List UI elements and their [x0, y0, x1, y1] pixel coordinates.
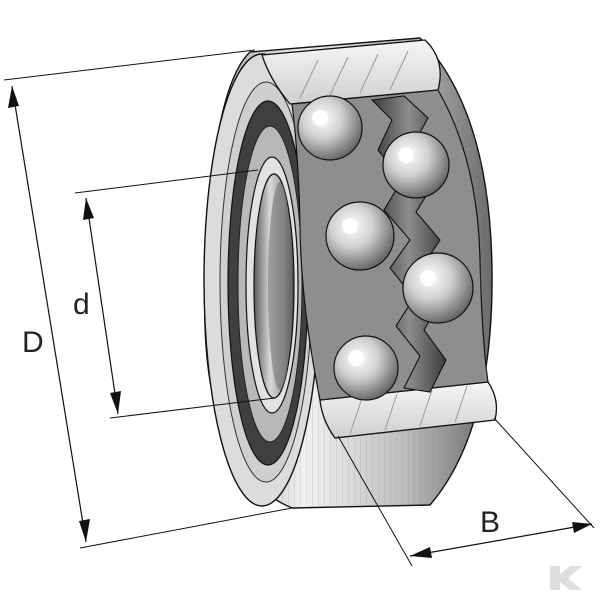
arrow-B-right [572, 522, 592, 533]
cut-hatch-bottom [349, 385, 468, 435]
extension-line-bore-bottom [109, 397, 276, 419]
arrow-D-top [8, 86, 19, 108]
arrow-B-left [410, 547, 432, 558]
ball-3 [325, 201, 395, 271]
bearing-illustration-icon [203, 37, 498, 509]
ball-5 [333, 335, 399, 401]
ball-1 [297, 95, 363, 161]
ball-highlights [312, 110, 436, 366]
label-bore-diameter: d [73, 288, 90, 321]
cut-hatch-top [299, 50, 409, 99]
ball-2 [382, 131, 450, 199]
extension-line-width-right [493, 417, 595, 529]
ball-set [297, 95, 474, 401]
arrow-D-bottom [79, 519, 90, 542]
extension-line-width-left [337, 435, 413, 567]
arrow-d-bottom [110, 391, 121, 414]
dimension-lines [3, 49, 595, 567]
label-outer-diameter: D [22, 326, 44, 359]
extension-line-d-outer-bottom [79, 507, 293, 549]
extension-line-bore-top [74, 169, 259, 194]
arrow-d-top [83, 198, 94, 220]
bore-shadow [268, 182, 292, 390]
dimension-line-d [85, 197, 119, 415]
dimension-line-B [409, 523, 593, 557]
watermark-logo-icon [550, 566, 582, 590]
dimension-line-D [11, 85, 87, 543]
label-width: B [480, 506, 500, 539]
ball-4 [402, 252, 474, 324]
extension-line-d-outer-top [3, 49, 256, 81]
